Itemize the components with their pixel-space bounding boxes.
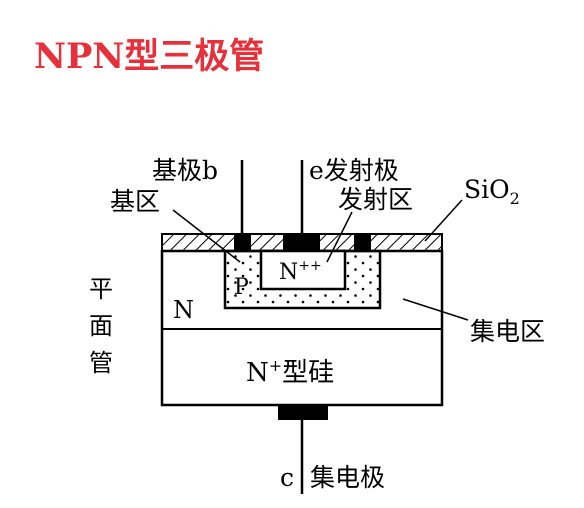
diagram-title: NPN型三极管 [34,36,265,77]
sio2-leader [424,199,463,242]
substrate-label: N+型硅 [246,356,334,388]
planar-tube-char-1: 平 [89,275,113,303]
emitter-electrode-label: e发射极 [309,156,399,185]
planar-tube-char-2: 面 [89,312,113,340]
emitter-region-label: 发射区 [338,185,413,214]
collector-c-label: c [280,463,294,492]
collector-region-label: 集电区 [470,317,545,346]
p-region-label: P [234,275,249,300]
sio2-label: SiO2 [464,175,520,208]
base-electrode-label: 基极b [152,156,218,185]
base-region-label: 基区 [110,187,160,216]
collector-region-leader [402,298,469,321]
emitter-contact [283,233,320,251]
base-contact-right [354,233,371,251]
emitter-region-leader [326,211,353,263]
n-plus-plus-label: N++ [279,258,322,285]
base-region-leader [172,209,241,263]
planar-tube-char-3: 管 [89,349,113,377]
collector-contact [278,405,328,420]
n-region-label: N [173,296,194,324]
base-contact [234,233,251,251]
collector-electrode-label: 集电极 [310,463,385,492]
